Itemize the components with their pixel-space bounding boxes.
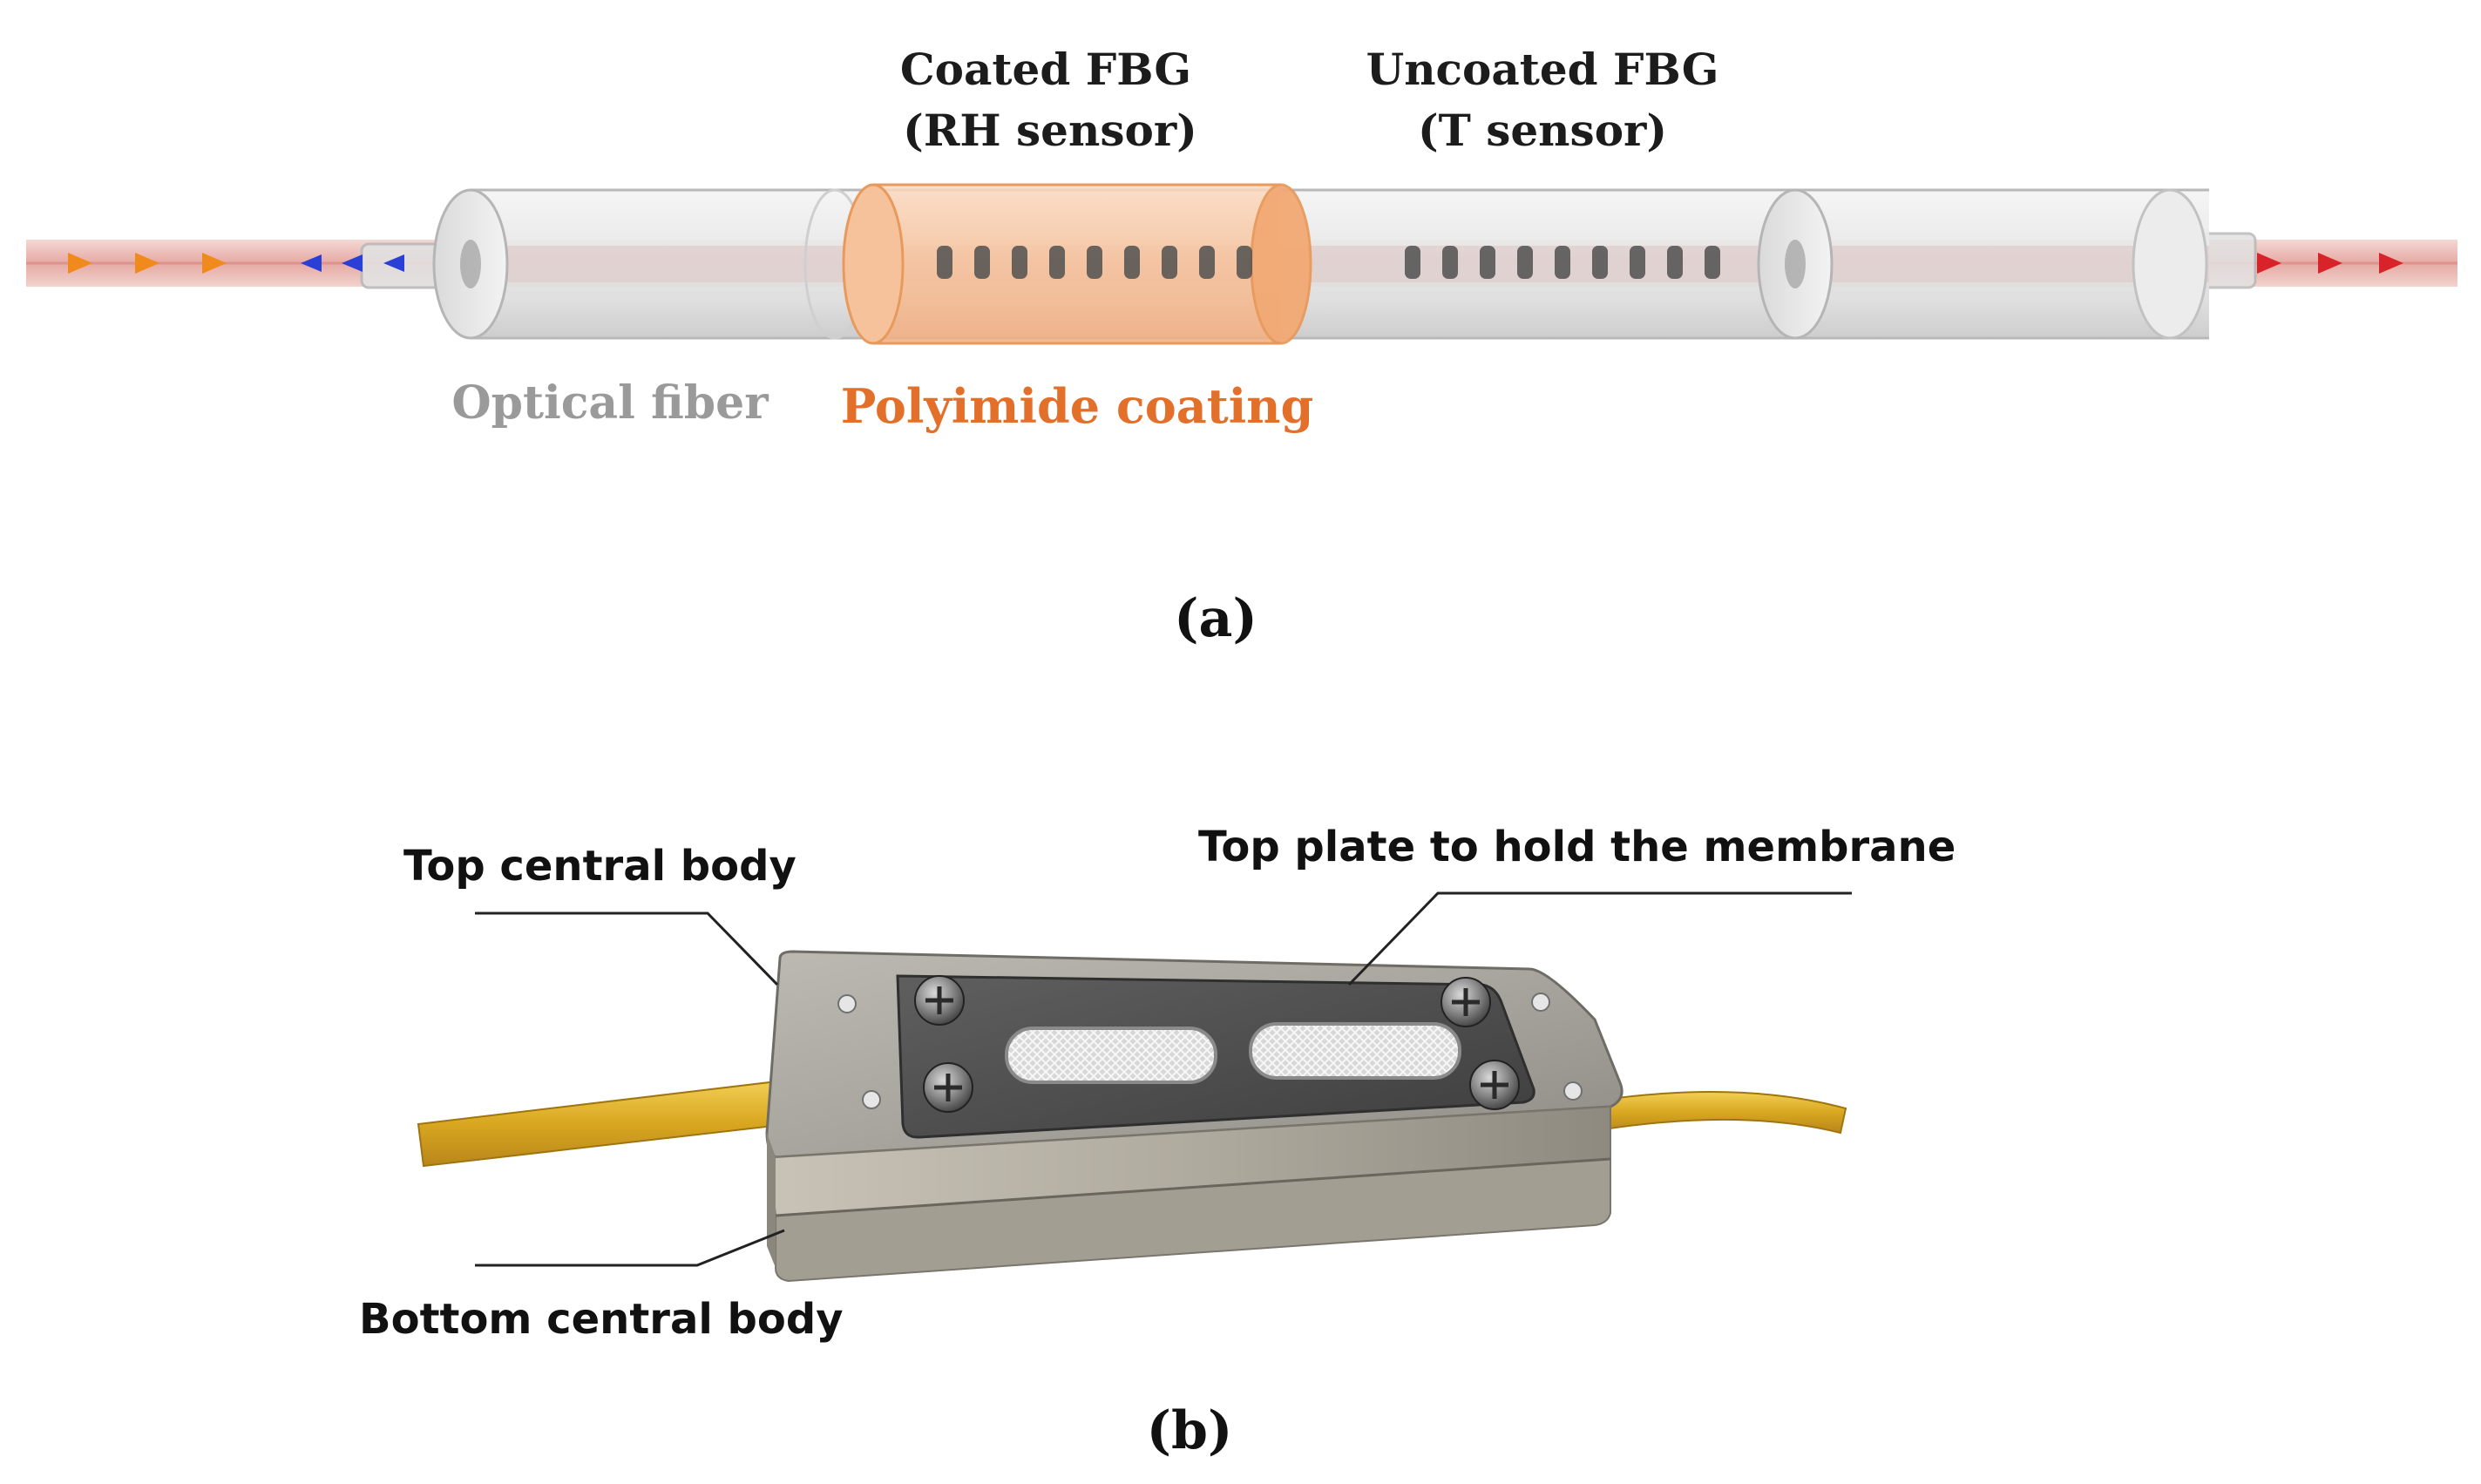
leader-top-central-body [475, 911, 779, 986]
right-fiber-cable [1603, 1091, 1847, 1135]
uncoated-fbg-label-line2: (T sensor) [1418, 105, 1667, 156]
coated-fbg-label-line1: Coated FBG [900, 44, 1191, 95]
uncoated-fbg-grating [1405, 246, 1720, 279]
light-arrow [2257, 253, 2281, 274]
grating-mark [1237, 246, 1252, 279]
panel-b-caption: (b) [1147, 1400, 1233, 1461]
grating-mark [1480, 246, 1495, 279]
panel-a: Coated FBG (RH sensor) Uncoated FBG (T s… [26, 44, 2457, 649]
light-arrow [202, 253, 227, 274]
grating-mark [1012, 246, 1027, 279]
grating-mark [1405, 246, 1420, 279]
screw-top-right [1440, 977, 1491, 1027]
outer-tube [432, 188, 2209, 340]
screws [914, 975, 1520, 1113]
grating-mark [1442, 246, 1458, 279]
leader-bottom-central-body [475, 1229, 785, 1267]
grating-mark [974, 246, 990, 279]
screw-top-left [914, 975, 965, 1026]
coated-fbg-grating [937, 246, 1252, 279]
optical-fiber-label: Optical fiber [451, 376, 769, 430]
membrane-window-right [1249, 1022, 1461, 1080]
grating-mark [1049, 246, 1065, 279]
output-light-arrows [2257, 253, 2403, 274]
panel-a-caption: (a) [1174, 588, 1257, 649]
grating-mark [1667, 246, 1683, 279]
membrane-window-left [1005, 1027, 1217, 1084]
grating-mark [1592, 246, 1608, 279]
grating-mark [937, 246, 952, 279]
light-arrow [68, 253, 92, 274]
left-fiber-cable [417, 1079, 790, 1168]
polyimide-coating-label: Polyimide coating [841, 378, 1314, 434]
light-arrow [135, 253, 159, 274]
screw-bottom-right [1469, 1060, 1520, 1110]
screw-bottom-left [923, 1062, 973, 1113]
reflected-light-arrows [301, 254, 404, 272]
grating-mark [1555, 246, 1570, 279]
top-central-body-label: Top central body [403, 842, 796, 891]
grating-mark [1705, 246, 1720, 279]
bottom-central-body-label: Bottom central body [359, 1295, 844, 1344]
leader-top-plate [1347, 891, 1852, 986]
top-plate-label: Top plate to hold the membrane [1198, 823, 1956, 871]
grating-mark [1087, 246, 1102, 279]
grating-mark [1517, 246, 1533, 279]
light-arrow [2318, 253, 2342, 274]
grating-mark [1162, 246, 1177, 279]
grating-mark [1124, 246, 1140, 279]
top-plate [896, 974, 1535, 1139]
light-arrow [2379, 253, 2403, 274]
coated-fbg-label-line2: (RH sensor) [903, 105, 1197, 156]
light-arrow [383, 254, 404, 272]
light-arrow [301, 254, 322, 272]
uncoated-fbg-label-line1: Uncoated FBG [1366, 44, 1719, 95]
light-arrow [342, 254, 363, 272]
grating-mark [1630, 246, 1645, 279]
input-light-arrows [68, 253, 227, 274]
grating-mark [1199, 246, 1215, 279]
panel-b: Top central body Top plate to hold the m… [359, 823, 1956, 1461]
